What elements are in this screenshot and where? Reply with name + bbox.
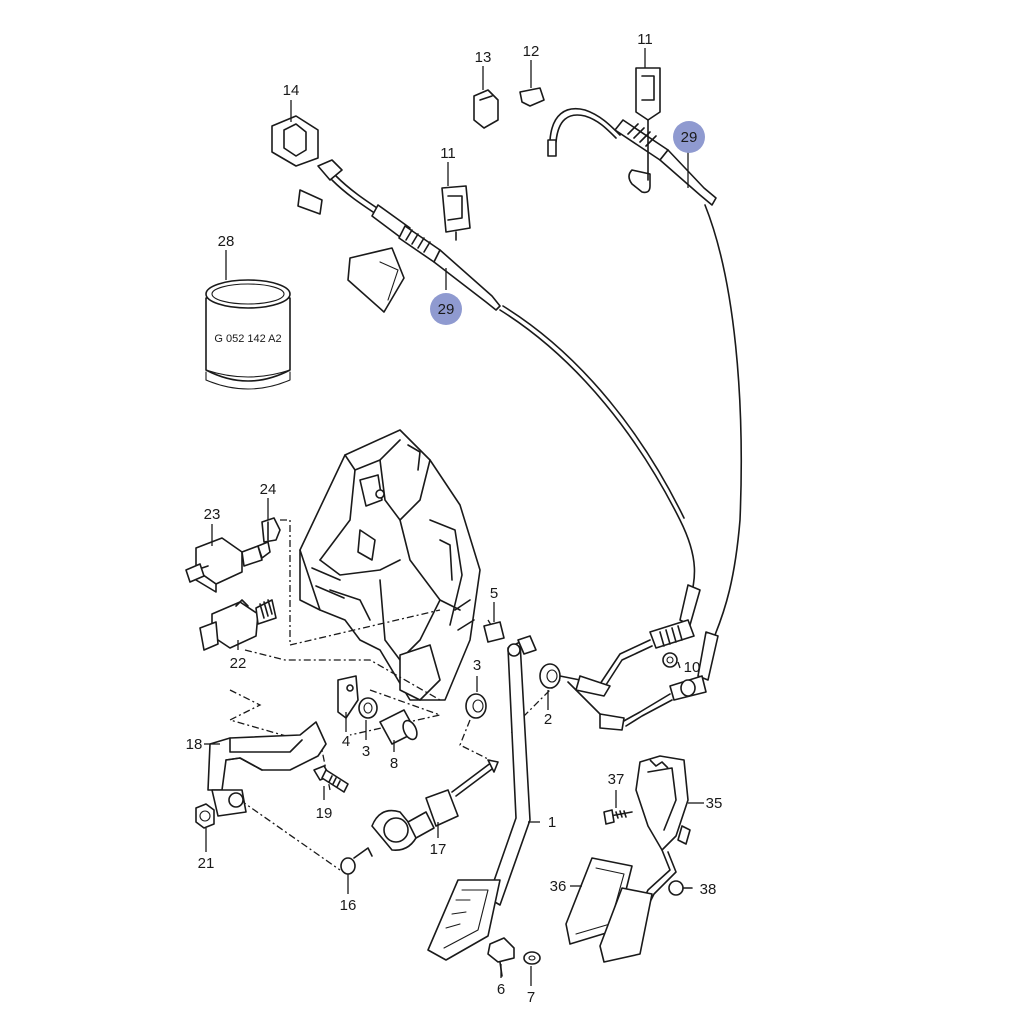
- sleeve-8: [379, 709, 418, 745]
- callout-3-right: 3: [473, 657, 481, 674]
- pedal-pad-36: [565, 857, 653, 963]
- callout-37: 37: [608, 771, 625, 788]
- highlight-29-upper: 29: [673, 121, 705, 153]
- tube-28: G 052 142 A2: [205, 279, 291, 390]
- callout-6: 6: [497, 981, 505, 998]
- cable-assembly-29-lower: [297, 159, 501, 313]
- damper-17: [371, 759, 499, 851]
- callout-23: 23: [204, 506, 221, 523]
- callout-16: 16: [340, 897, 357, 914]
- sensor-22: [199, 599, 277, 651]
- grommet-10: [662, 652, 678, 668]
- screw-37: [603, 809, 633, 825]
- grommet-14: [271, 115, 319, 167]
- clip-24: [261, 517, 281, 543]
- pedal-module-35: [635, 755, 691, 911]
- callout-29-lower: 29: [438, 301, 455, 318]
- cable-ends-lower: [567, 584, 719, 731]
- callout-7: 7: [527, 989, 535, 1006]
- callout-5: 5: [490, 585, 498, 602]
- callout-numbers: 14 13 12 11 11 28 23 24 22 5 3 2 4 3 8 1…: [186, 31, 723, 1006]
- leader-lines: [204, 48, 704, 986]
- callout-24: 24: [260, 481, 277, 498]
- callout-28: 28: [218, 233, 235, 250]
- highlight-29-lower: 29: [430, 293, 462, 325]
- clip-11-mid: [441, 185, 471, 241]
- callout-2: 2: [544, 711, 552, 728]
- callout-11-mid: 11: [440, 145, 456, 162]
- callout-35: 35: [706, 795, 723, 812]
- callout-4: 4: [342, 733, 350, 750]
- throttle-cable-right: [704, 204, 743, 636]
- callout-1: 1: [548, 814, 556, 831]
- stop-38: [668, 880, 693, 896]
- callout-13: 13: [475, 49, 492, 66]
- clip-12: [519, 87, 545, 107]
- bush-3-right: [465, 693, 487, 719]
- clip-11-upper: [635, 67, 661, 181]
- pedal-arm-1: [427, 635, 537, 961]
- nut-16: [340, 847, 373, 875]
- callout-10: 10: [684, 659, 701, 676]
- switch-23: [185, 537, 271, 593]
- pedal-bracket: [299, 429, 481, 701]
- callout-17: 17: [430, 841, 447, 858]
- stud-19: [313, 765, 349, 793]
- bush-2: [539, 663, 601, 689]
- callout-14: 14: [283, 82, 300, 99]
- callout-3-left: 3: [362, 743, 370, 760]
- bracket-13: [473, 89, 499, 129]
- bracket-18: [207, 721, 327, 817]
- callout-11-upper: 11: [637, 31, 653, 48]
- callout-19: 19: [316, 805, 333, 822]
- callout-22: 22: [230, 655, 247, 672]
- callout-38: 38: [700, 881, 717, 898]
- nut-21: [195, 803, 215, 829]
- cable-assembly-29-upper: [547, 108, 717, 206]
- callout-12: 12: [523, 43, 540, 60]
- callout-8: 8: [390, 755, 398, 772]
- callout-36: 36: [550, 878, 567, 895]
- throttle-cable-left: [499, 305, 696, 601]
- bush-3-left: [358, 697, 378, 719]
- part-28-marking: G 052 142 A2: [214, 333, 281, 345]
- washer-7: [523, 951, 541, 965]
- callout-21: 21: [198, 855, 215, 872]
- clip-5: [483, 621, 505, 643]
- callout-29-upper: 29: [681, 129, 698, 146]
- clip-4: [337, 675, 359, 719]
- callout-18: 18: [186, 736, 203, 753]
